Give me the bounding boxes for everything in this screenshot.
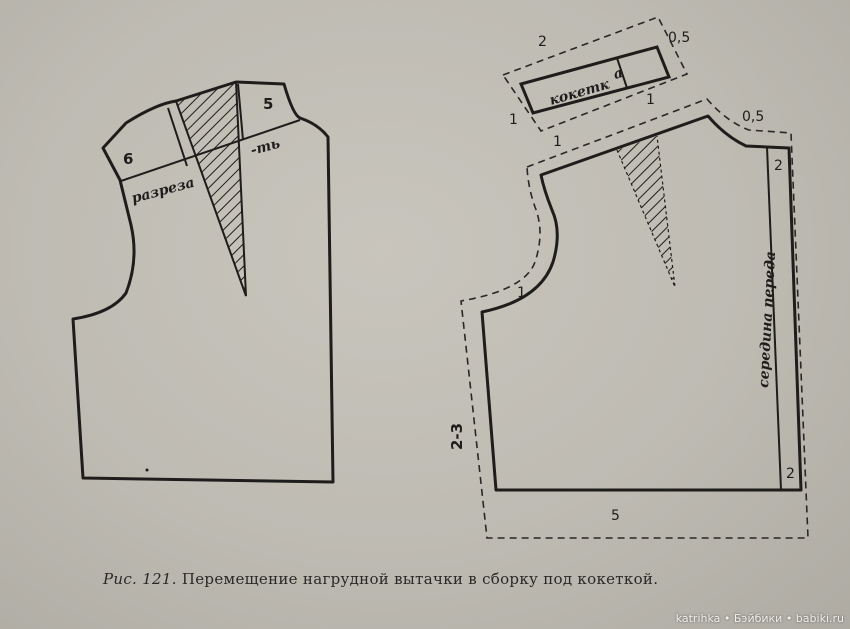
yoke-allowance-bottom: 1 (646, 92, 655, 108)
yoke-allowance-left: 1 (509, 112, 518, 128)
shoulder-allowance-label: 1 (553, 134, 562, 150)
left-pattern: 6 5 разреза -ть (71, 80, 335, 484)
left-label-6: 6 (123, 150, 133, 168)
watermark: katrihka • Бэйбики • babiki.ru (675, 612, 844, 625)
yoke-text: кокетк (548, 76, 612, 108)
yoke-allowance-corner: 0,5 (668, 30, 690, 46)
hem-allowance-label: 5 (611, 508, 620, 524)
left-pattern-outline (71, 80, 335, 484)
left-label-5: 5 (263, 95, 273, 113)
figure-caption: Рис. 121. Перемещение нагрудной вытачки … (103, 570, 803, 588)
armhole-allowance-label: 1 (517, 285, 526, 301)
right-dart-hatch (617, 136, 675, 287)
left-cut-text-end: -ть (249, 136, 282, 159)
side-allowance-label: 2-3 (448, 423, 466, 450)
yoke-allowance-top: 2 (538, 34, 547, 50)
yoke-piece: кокетк а 2 0,5 1 1 (501, 16, 690, 132)
center-front-text: середина переда (756, 251, 779, 388)
right-allowance-outline (460, 98, 809, 539)
center-front-top-label: 2 (774, 158, 783, 174)
yoke-allowance-outline (501, 16, 689, 132)
left-separator-6 (167, 107, 188, 167)
right-pattern-outline (480, 114, 803, 492)
yoke-divider (616, 57, 628, 89)
left-dot (145, 468, 149, 472)
center-front-bottom-label: 2 (786, 466, 795, 482)
left-separator-5 (237, 83, 244, 141)
left-yoke-line (120, 119, 301, 182)
right-dart-line (616, 135, 676, 288)
center-front-line (766, 146, 782, 491)
yoke-text-end: а (612, 65, 625, 83)
figure-number: Рис. 121. (103, 570, 177, 588)
figure-caption-text: Перемещение нагрудной вытачки в сборку п… (181, 570, 659, 588)
right-pattern: 1 0,5 1 2-3 2 2 5 середина переда (448, 98, 809, 539)
left-cut-text: разреза (130, 175, 196, 207)
yoke-outline (518, 45, 672, 115)
shoulder-corner-label: 0,5 (742, 109, 764, 125)
